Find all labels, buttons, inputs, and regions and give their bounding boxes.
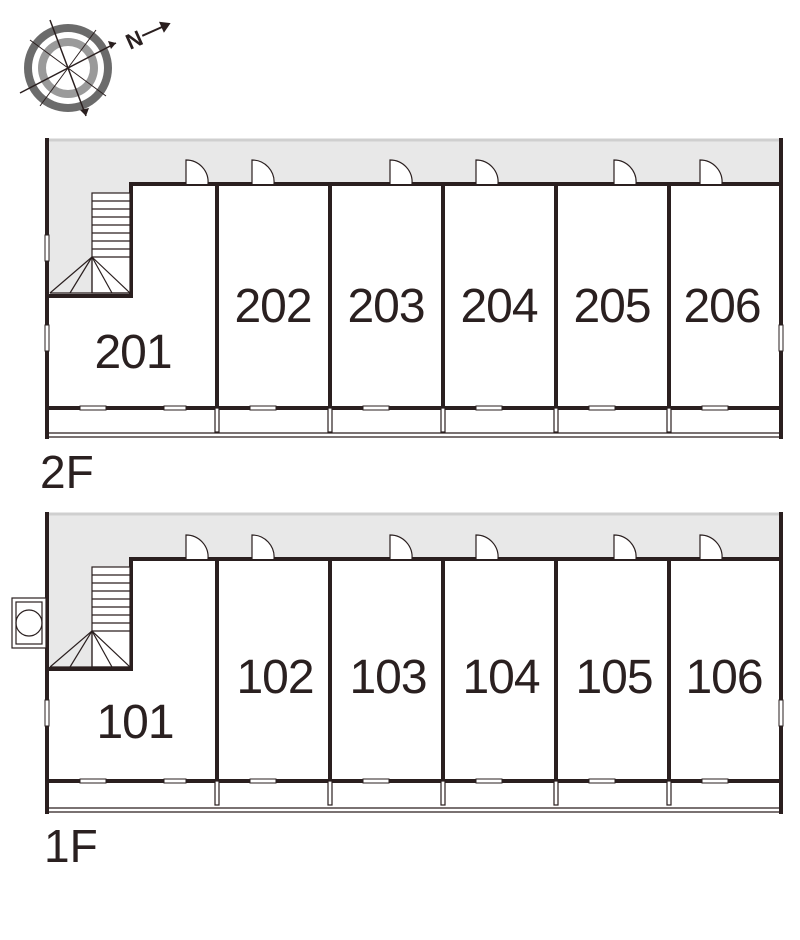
room-label: 202	[234, 280, 311, 333]
wall-room-north	[45, 182, 783, 298]
room-label: 104	[462, 651, 539, 704]
room-label: 103	[349, 651, 426, 704]
floor-label: 2F	[40, 446, 94, 498]
compass-rose-icon	[19, 19, 117, 117]
room-label: 201	[94, 326, 171, 379]
floor-2f: 201 202 203 204 205 206 2F	[40, 138, 784, 498]
room-label: 206	[683, 280, 760, 333]
staircase-1f	[49, 566, 131, 668]
room-label: 101	[96, 696, 173, 749]
room-label: 106	[685, 651, 762, 704]
staircase-2f	[49, 192, 131, 294]
doors	[185, 534, 723, 560]
room-label: 102	[236, 651, 313, 704]
wall-room-north	[45, 557, 783, 671]
floor-label: 1F	[44, 820, 98, 872]
floor-1f: 101 102 103 104 105 106 1F	[11, 512, 784, 872]
room-label: 105	[575, 651, 652, 704]
doors	[185, 159, 723, 185]
corridor	[48, 140, 781, 183]
north-label: N	[122, 25, 147, 54]
room-label: 205	[573, 280, 650, 333]
north-arrow: N	[122, 21, 171, 55]
entrance	[11, 597, 47, 649]
room-label: 204	[460, 280, 537, 333]
room-label: 203	[347, 280, 424, 333]
corridor	[48, 514, 781, 558]
